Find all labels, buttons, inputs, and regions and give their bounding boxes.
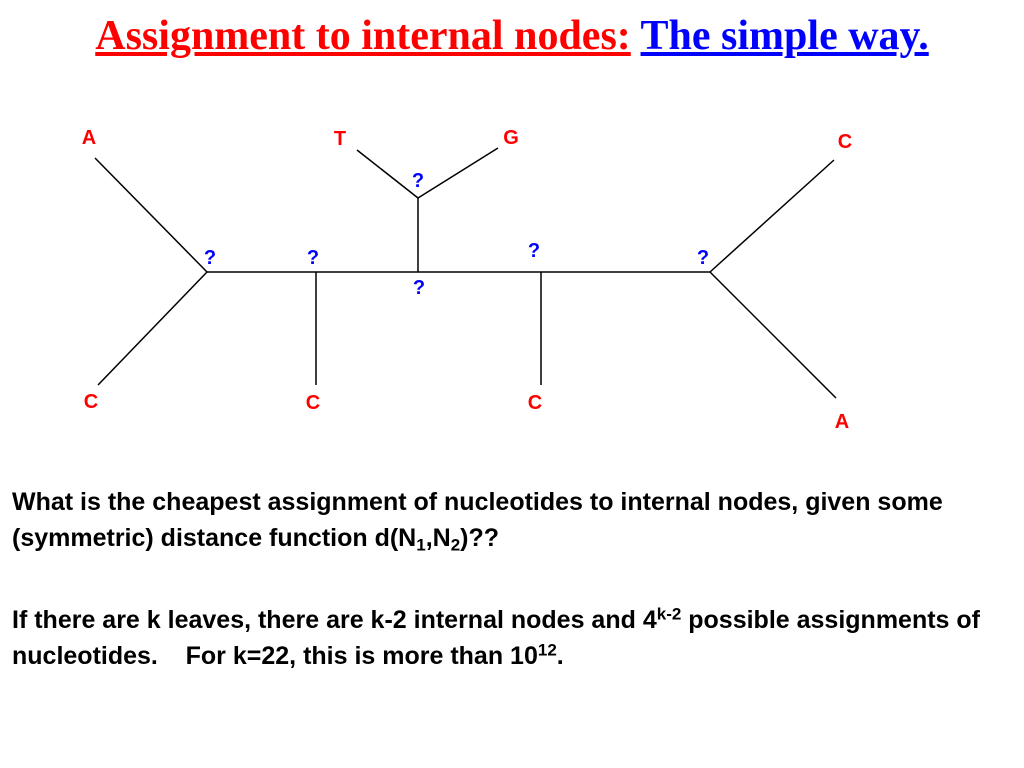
complexity-text: If there are k leaves, there are k-2 int…	[12, 606, 657, 634]
leaf-top-left: A	[82, 127, 96, 149]
tree-edges	[94, 147, 837, 399]
question-text-2: ,N	[425, 524, 451, 552]
edge-left-to-bottom-left-leaf	[97, 271, 208, 386]
subscript-2: 2	[450, 535, 461, 555]
leaf-bottom-left: C	[84, 391, 98, 413]
title-accent: The simple way.	[640, 13, 929, 59]
internal-node-top: ?	[412, 170, 424, 192]
edge-top-node-to-g-leaf	[417, 147, 499, 199]
edge-top-node-to-t-leaf	[356, 149, 419, 199]
leaf-top-mid-left: T	[334, 128, 346, 150]
superscript-12: 12	[537, 640, 557, 660]
edge-right-to-bottom-right-leaf	[709, 271, 837, 399]
edge-left-to-top-left-leaf	[94, 157, 208, 273]
complexity-text-3: .	[556, 642, 564, 670]
question-text: What is the cheapest assignment of nucle…	[12, 488, 943, 552]
internal-node-left: ?	[204, 247, 216, 269]
leaf-labels: A T G C C C C A	[82, 127, 852, 433]
internal-node-center: ?	[413, 277, 425, 299]
leaf-top-mid-right: G	[503, 127, 519, 149]
slide-title: Assignment to internal nodes: The simple…	[0, 10, 1024, 62]
internal-node-mid-left: ?	[307, 247, 319, 269]
internal-node-mid-right: ?	[528, 240, 540, 262]
complexity-text-2: possible assignments of nucleotides. For…	[12, 606, 987, 670]
internal-node-labels: ? ? ? ? ? ?	[204, 170, 709, 299]
leaf-bottom-right: A	[835, 411, 849, 433]
subscript-1: 1	[416, 535, 426, 555]
superscript-exponent: k-2	[656, 604, 682, 624]
internal-node-right: ?	[697, 247, 709, 269]
leaf-top-right: C	[838, 131, 852, 153]
leaf-bottom-mid-right: C	[528, 392, 542, 414]
question-text-3: )??	[460, 524, 500, 552]
complexity-paragraph: If there are k leaves, there are k-2 int…	[12, 602, 1012, 674]
leaf-bottom-mid-left: C	[306, 392, 320, 414]
question-paragraph: What is the cheapest assignment of nucle…	[12, 484, 1012, 556]
phylogenetic-tree-diagram: A T G C C C C A ? ? ? ? ? ?	[82, 127, 852, 433]
edge-right-to-top-right-leaf	[709, 159, 835, 273]
title-main: Assignment to internal nodes:	[95, 13, 631, 59]
